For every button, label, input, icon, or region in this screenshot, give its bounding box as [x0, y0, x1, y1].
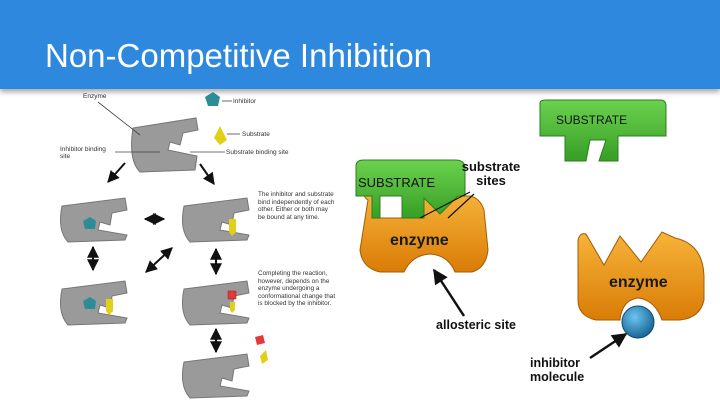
product-yellow-released	[260, 350, 268, 364]
inhibitor-molecule-ball	[621, 305, 655, 339]
label-inhibitor-binding-site-box: Inhibitor binding site	[60, 146, 106, 160]
label-inhibitor-molecule-box: inhibitor molecule	[530, 356, 585, 384]
label-enzyme-inhibited: enzyme	[609, 274, 668, 291]
label-allosteric-site-box: allosteric site	[436, 318, 516, 332]
substrate-shape-legend	[214, 126, 227, 145]
label-substrate-sites: substrate sites	[461, 160, 521, 188]
label-substrate-bound: SUBSTRATE	[358, 175, 435, 190]
enzyme-final	[182, 353, 250, 399]
slide-title: Non-Competitive Inhibition	[45, 37, 433, 74]
label-inhibitor: Inhibitor	[233, 98, 257, 105]
substrate-bound-bottom-left	[106, 299, 113, 315]
substrate-bound	[355, 159, 466, 219]
left-diagram: Enzyme Inhibitor Substrate Substrate bin…	[60, 92, 336, 399]
note-bind-box: The inhibitor and substrate bind indepen…	[258, 191, 335, 221]
inhibitor-bound-mid-left	[83, 217, 96, 229]
product-yellow-small	[230, 302, 235, 313]
product-red	[227, 290, 237, 300]
label-enzyme: Enzyme	[83, 93, 107, 100]
note-bind: The inhibitor and substrate bind indepen…	[258, 191, 335, 221]
enzyme-inhibited	[577, 231, 705, 321]
inhibitor-shape-legend	[205, 92, 220, 106]
substrate-bound-mid-right	[229, 219, 236, 236]
label-substrate-binding-site: Substrate binding site	[226, 149, 289, 156]
enzyme-mid-right	[182, 197, 250, 243]
product-red-released	[255, 335, 265, 345]
label-inhibitor-binding-site: Inhibitor binding site	[60, 146, 106, 160]
label-enzyme-main: enzyme	[390, 232, 449, 249]
note-block-box: Completing the reaction, however, depend…	[258, 270, 336, 308]
label-substrate: Substrate	[242, 131, 270, 138]
substrate-top	[539, 99, 667, 162]
enzyme-bottom-right	[182, 280, 250, 326]
inhibitor-bound-bottom-left	[83, 297, 96, 309]
label-substrate-sites-box: substrate sites	[461, 160, 521, 188]
label-allosteric-site: allosteric site	[436, 318, 516, 332]
right-diagram: SUBSTRATE SUBSTRATE enzyme substrate sit…	[355, 99, 705, 384]
note-block: Completing the reaction, however, depend…	[258, 270, 336, 308]
label-substrate-top: SUBSTRATE	[556, 113, 627, 127]
enzyme-top	[131, 117, 199, 173]
label-inhibitor-molecule: inhibitor molecule	[530, 356, 585, 384]
title-bar: Non-Competitive Inhibition	[0, 0, 720, 89]
